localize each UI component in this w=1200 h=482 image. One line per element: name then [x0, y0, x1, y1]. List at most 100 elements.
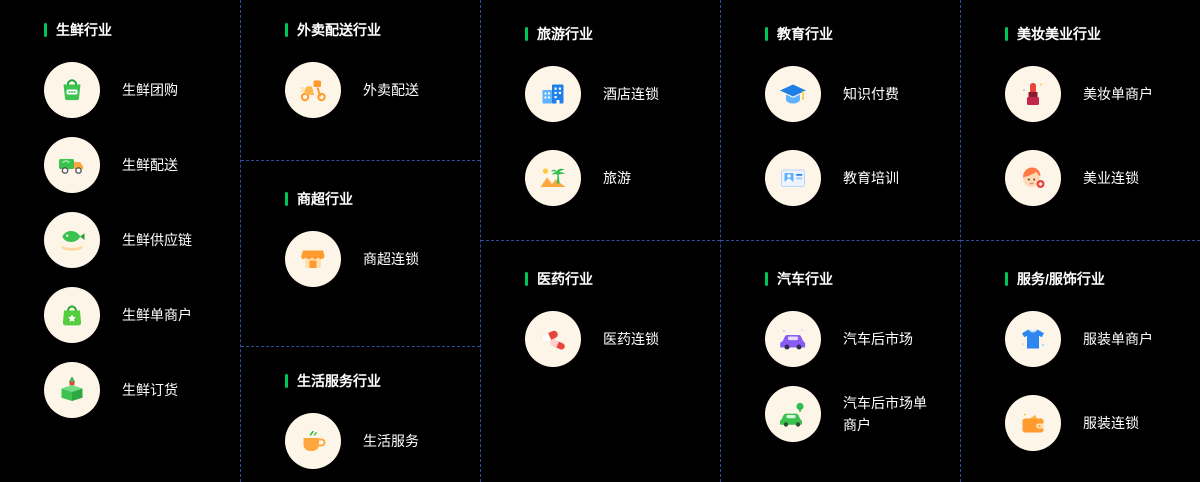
- item-auto-aftermarket[interactable]: 汽车后市场: [765, 311, 946, 367]
- item-label: 酒店连锁: [603, 86, 659, 102]
- column-takeout-market-life: 外卖配送行业 外卖配送 商超行业: [240, 0, 480, 482]
- header-accent-bar: [765, 272, 768, 286]
- group-buy-bag-icon: [44, 62, 100, 118]
- item-label: 生活服务: [363, 433, 419, 449]
- section-title: 旅游行业: [537, 26, 593, 42]
- section-auto: 汽车行业 汽车后市场 汽车后市场单商户: [721, 240, 960, 482]
- section-apparel: 服务/服饰行业 服装单商户 服装连锁: [961, 240, 1200, 482]
- column-fresh: 生鲜行业 生鲜团购 生鲜配送: [0, 0, 240, 482]
- section-title: 生鲜行业: [56, 22, 112, 38]
- hand-fish-icon: [44, 212, 100, 268]
- item-label: 服装单商户: [1083, 331, 1153, 347]
- item-knowledge-pay[interactable]: 知识付费: [765, 66, 946, 122]
- item-list: 生鲜团购 生鲜配送 生鲜供应链: [44, 62, 226, 418]
- section-title: 医药行业: [537, 271, 593, 287]
- item-pharmacy-chain[interactable]: 医药连锁: [525, 311, 706, 367]
- item-label: 美业连锁: [1083, 170, 1139, 186]
- handbag-icon: [1005, 395, 1061, 451]
- header-accent-bar: [285, 374, 288, 388]
- item-travel[interactable]: 旅游: [525, 150, 706, 206]
- coffee-cup-icon: [285, 413, 341, 469]
- section-title: 美妆美业行业: [1017, 26, 1101, 42]
- item-label: 外卖配送: [363, 82, 419, 98]
- item-beauty-makeup-merchant[interactable]: 美妆单商户: [1005, 66, 1186, 122]
- section-title: 生活服务行业: [297, 373, 381, 389]
- item-fresh-ordering[interactable]: 生鲜订货: [44, 362, 226, 418]
- header-accent-bar: [44, 23, 47, 37]
- item-label: 医药连锁: [603, 331, 659, 347]
- item-takeout-delivery[interactable]: 外卖配送: [285, 62, 466, 118]
- section-header-supermarket: 商超行业: [285, 189, 466, 209]
- shirt-icon: [1005, 311, 1061, 367]
- column-beauty-apparel: 美妆美业行业 美妆单商户 美业连锁 服: [960, 0, 1200, 482]
- item-list: 外卖配送: [285, 62, 466, 118]
- item-clothing-chain[interactable]: 服装连锁: [1005, 395, 1186, 451]
- section-education: 教育行业 知识付费 教育培训: [721, 0, 960, 240]
- item-label: 服装连锁: [1083, 415, 1139, 431]
- item-fresh-single-merchant[interactable]: 生鲜单商户: [44, 287, 226, 343]
- header-accent-bar: [1005, 272, 1008, 286]
- item-label: 汽车后市场: [843, 331, 913, 347]
- section-header-takeout: 外卖配送行业: [285, 20, 466, 40]
- lipstick-icon: [1005, 66, 1061, 122]
- item-label: 汽车后市场单商户: [843, 395, 927, 433]
- item-list: 商超连锁: [285, 231, 466, 287]
- merchant-bag-icon: [44, 287, 100, 343]
- item-label: 生鲜配送: [122, 157, 178, 173]
- section-title: 服务/服饰行业: [1017, 271, 1105, 287]
- section-takeout: 外卖配送行业 外卖配送: [241, 0, 480, 160]
- item-list: 知识付费 教育培训: [765, 66, 946, 206]
- item-hotel-chain[interactable]: 酒店连锁: [525, 66, 706, 122]
- item-label: 商超连锁: [363, 251, 419, 267]
- section-life-service: 生活服务行业 生活服务: [241, 346, 480, 482]
- green-car-tree-icon: [765, 386, 821, 442]
- header-accent-bar: [285, 192, 288, 206]
- column-travel-pharma: 旅游行业 酒店连锁 旅游 医药行业: [480, 0, 720, 482]
- header-accent-bar: [525, 272, 528, 286]
- section-header-auto: 汽车行业: [765, 269, 946, 289]
- item-list: 美妆单商户 美业连锁: [1005, 66, 1186, 206]
- section-title: 汽车行业: [777, 271, 833, 287]
- purple-car-icon: [765, 311, 821, 367]
- item-label: 生鲜供应链: [122, 232, 192, 248]
- section-header-life-service: 生活服务行业: [285, 371, 466, 391]
- item-label: 生鲜单商户: [122, 307, 192, 323]
- section-header-beauty: 美妆美业行业: [1005, 24, 1186, 44]
- palm-beach-icon: [525, 150, 581, 206]
- section-header-apparel: 服务/服饰行业: [1005, 269, 1186, 289]
- item-fresh-delivery[interactable]: 生鲜配送: [44, 137, 226, 193]
- item-supermarket-chain[interactable]: 商超连锁: [285, 231, 466, 287]
- item-label: 生鲜团购: [122, 82, 178, 98]
- order-box-icon: [44, 362, 100, 418]
- section-title: 教育行业: [777, 26, 833, 42]
- item-list: 酒店连锁 旅游: [525, 66, 706, 206]
- item-fresh-group-buy[interactable]: 生鲜团购: [44, 62, 226, 118]
- header-accent-bar: [1005, 27, 1008, 41]
- item-label: 美妆单商户: [1083, 86, 1153, 102]
- item-list: 服装单商户 服装连锁: [1005, 311, 1186, 451]
- item-clothing-merchant[interactable]: 服装单商户: [1005, 311, 1186, 367]
- item-beauty-chain[interactable]: 美业连锁: [1005, 150, 1186, 206]
- item-label: 生鲜订货: [122, 382, 178, 398]
- item-life-service[interactable]: 生活服务: [285, 413, 466, 469]
- header-accent-bar: [525, 27, 528, 41]
- header-accent-bar: [765, 27, 768, 41]
- section-header-travel: 旅游行业: [525, 24, 706, 44]
- delivery-scooter-icon: [285, 62, 341, 118]
- item-label: 知识付费: [843, 86, 899, 102]
- storefront-icon: [285, 231, 341, 287]
- item-fresh-supply-chain[interactable]: 生鲜供应链: [44, 212, 226, 268]
- item-list: 生活服务: [285, 413, 466, 469]
- item-education-training[interactable]: 教育培训: [765, 150, 946, 206]
- section-beauty: 美妆美业行业 美妆单商户 美业连锁: [961, 0, 1200, 240]
- section-supermarket: 商超行业 商超连锁: [241, 160, 480, 346]
- section-header-pharma: 医药行业: [525, 269, 706, 289]
- section-title: 外卖配送行业: [297, 22, 381, 38]
- item-auto-aftermarket-merchant[interactable]: 汽车后市场单商户: [765, 386, 946, 442]
- header-accent-bar: [285, 23, 288, 37]
- hotel-buildings-icon: [525, 66, 581, 122]
- delivery-truck-icon: [44, 137, 100, 193]
- item-list: 医药连锁: [525, 311, 706, 367]
- id-card-icon: [765, 150, 821, 206]
